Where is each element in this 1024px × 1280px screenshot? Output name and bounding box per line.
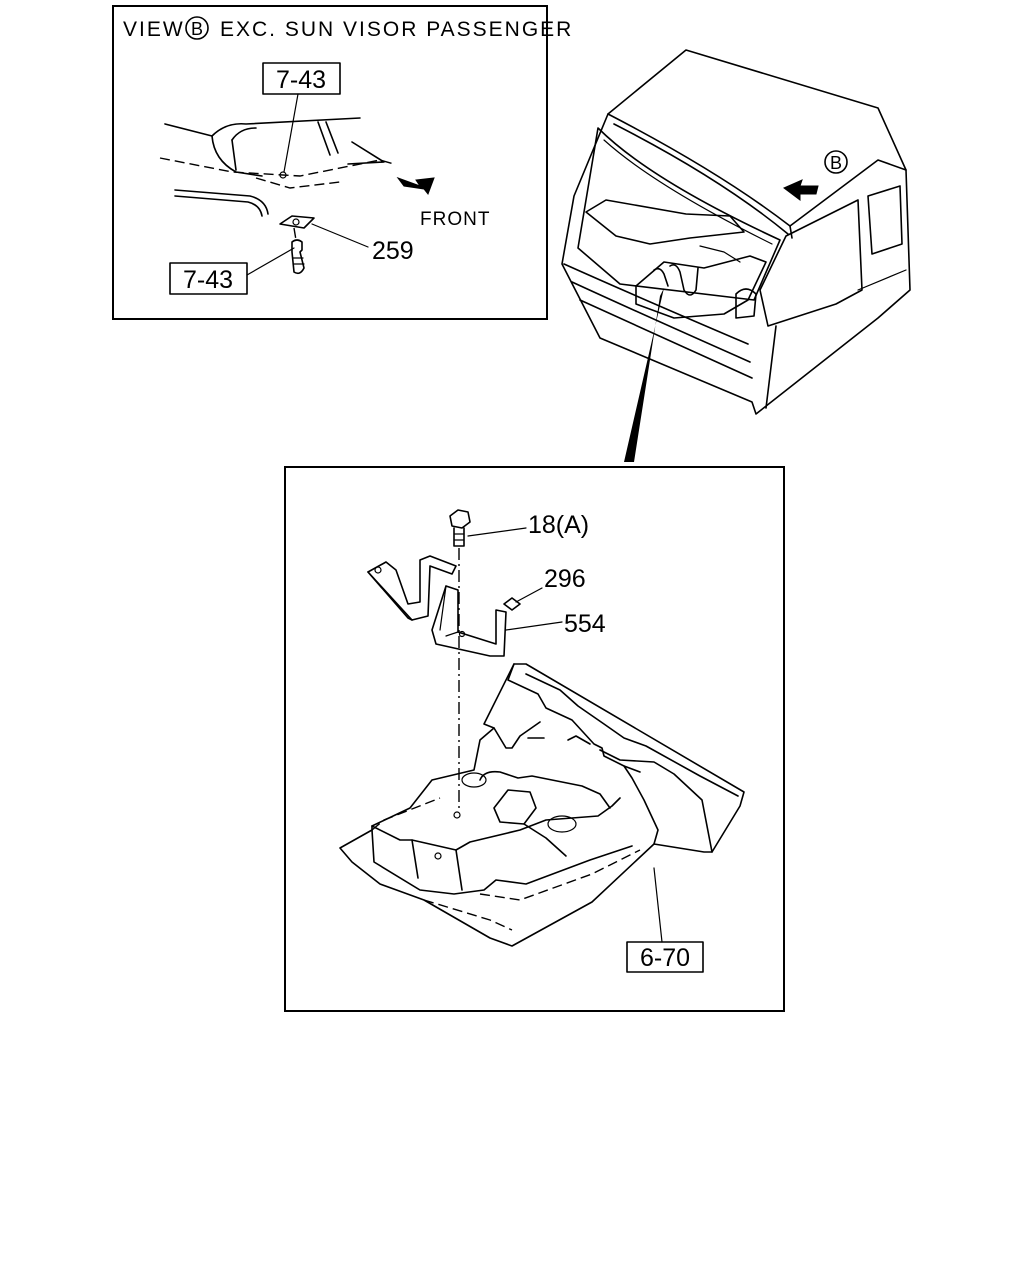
detail-inset: 18(A) 296 554 — [284, 466, 785, 1012]
cab-outline — [561, 49, 911, 415]
screw-part — [291, 239, 305, 275]
ref-box-top-label: 7-43 — [276, 66, 326, 94]
ref-box-floor-label: 6-70 — [640, 944, 690, 972]
callout-bracket: 554 — [564, 610, 606, 638]
view-b-title-marker: B — [191, 19, 203, 39]
callout-bolt: 18(A) — [528, 511, 589, 539]
ref-box-bottom — [169, 262, 248, 295]
callout-259: 259 — [372, 237, 414, 265]
cab-view-marker: B — [830, 153, 842, 173]
floor-panel — [339, 663, 745, 947]
view-b-title-suffix: EXC. SUN VISOR PASSENGER — [220, 18, 573, 41]
ref-box-bottom-label: 7-43 — [183, 266, 233, 294]
clip-part — [503, 597, 521, 611]
bolt-part — [449, 509, 471, 547]
view-marker-circle — [185, 16, 209, 40]
ref-box-floor — [626, 941, 704, 973]
ref-box-floor-leader — [653, 867, 663, 943]
callout-bracket-leader — [505, 621, 563, 631]
front-direction-label: FRONT — [420, 209, 490, 230]
headliner-drawing — [159, 117, 395, 217]
ref-box-top — [262, 62, 341, 95]
cab-dashboard — [635, 255, 767, 319]
view-b-title-prefix: VIEW — [123, 18, 185, 41]
part-259-plate — [279, 215, 315, 241]
callout-clip-leader — [515, 587, 543, 603]
detail-frame — [284, 466, 785, 1012]
view-b-arrow-icon — [783, 179, 819, 201]
cab-view-marker-circle — [824, 150, 848, 174]
callout-clip: 296 — [544, 565, 586, 593]
ref-box-top-leader — [283, 93, 299, 173]
cab-overview: B — [561, 49, 911, 462]
bracket-part — [367, 555, 507, 657]
detail-pointer — [624, 288, 664, 462]
callout-259-leader — [311, 223, 369, 248]
front-arrow-icon — [396, 176, 435, 195]
view-b-frame — [112, 5, 548, 320]
ref-box-bottom-leader — [246, 247, 295, 276]
view-b-inset: VIEW B EXC. SUN VISOR PASSENGER 7-43 FRO… — [112, 5, 573, 320]
callout-bolt-leader — [467, 527, 527, 537]
